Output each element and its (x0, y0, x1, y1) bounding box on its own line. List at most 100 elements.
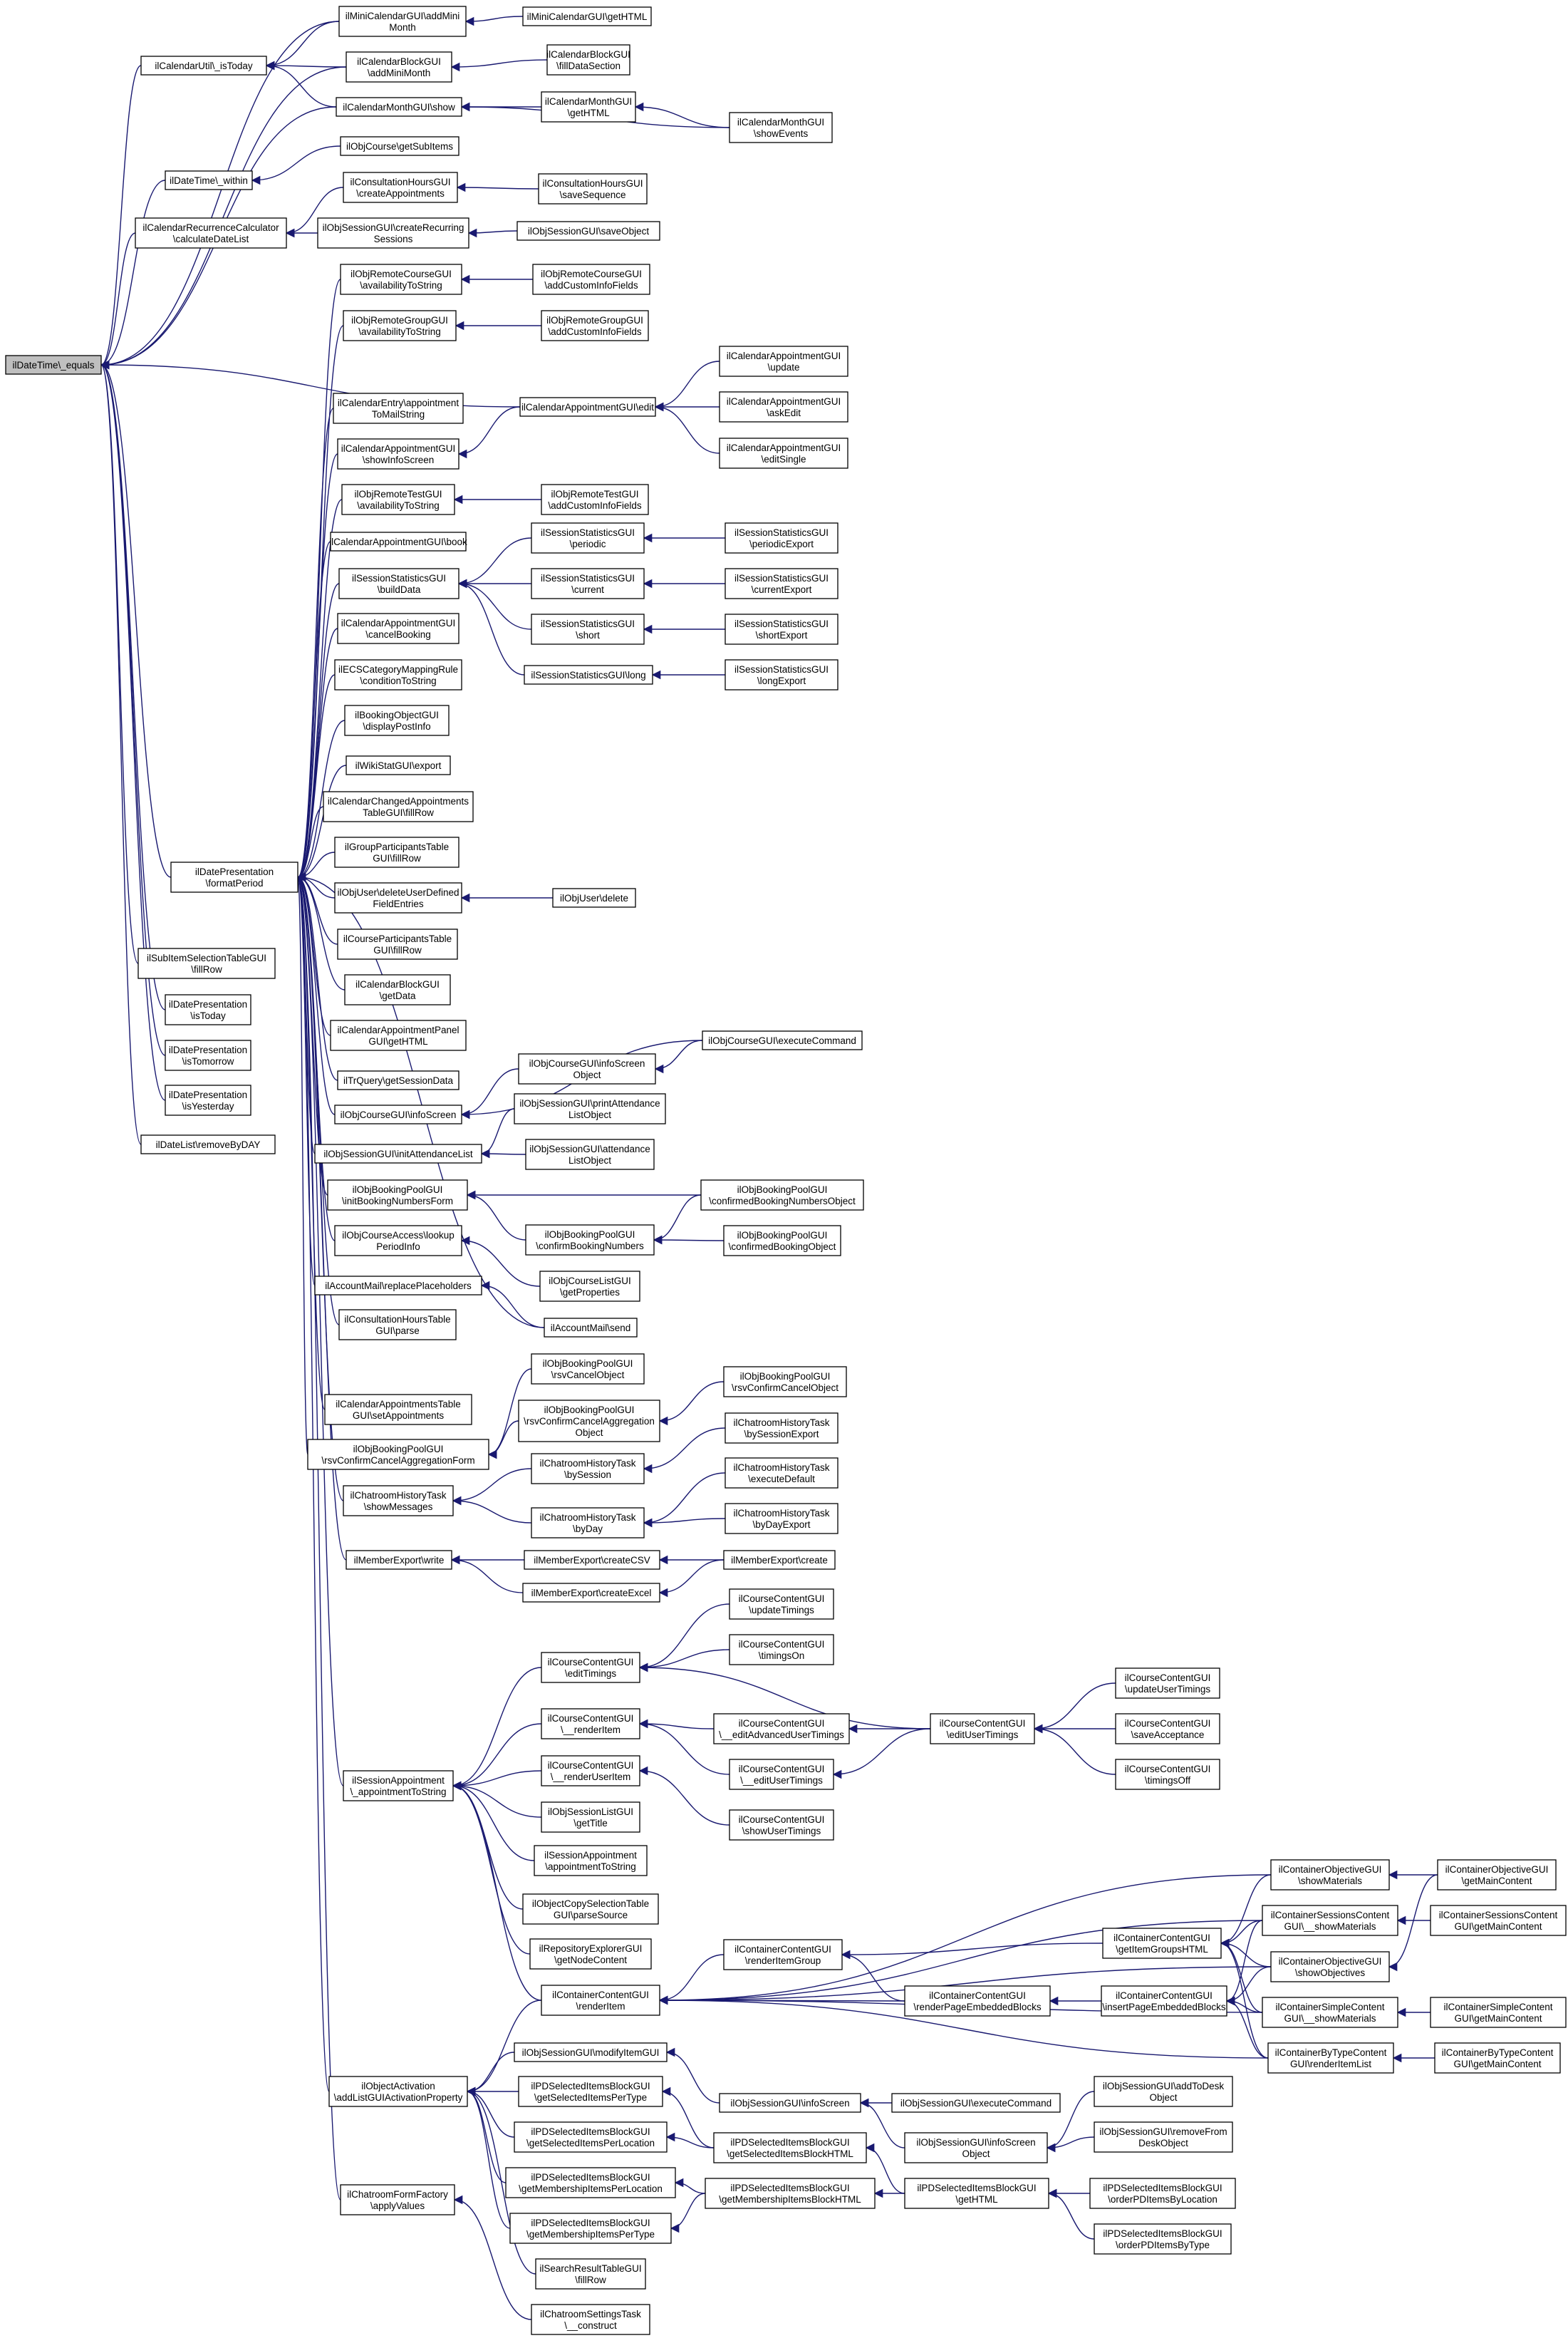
graph-node[interactable]: ilContainerSimpleContentGUI\__showMateri… (1262, 1997, 1398, 2028)
graph-node[interactable]: ilDatePresentation\isYesterday (165, 1085, 251, 1116)
graph-node[interactable]: ilCalendarBlockGUI\addMiniMonth (346, 51, 452, 83)
graph-node[interactable]: ilObjBookingPoolGUI\confirmBookingNumber… (525, 1224, 655, 1256)
graph-node[interactable]: ilDatePresentation\isToday (165, 994, 251, 1025)
graph-node[interactable]: ilPDSelectedItemsBlockGUI\getMembershipI… (509, 2213, 672, 2244)
graph-node[interactable]: ilObjBookingPoolGUI\rsvConfirmCancelAggr… (307, 1439, 489, 1470)
graph-node[interactable]: ilBookingObjectGUI\displayPostInfo (344, 705, 450, 736)
graph-node[interactable]: ilSessionStatisticsGUI\shortExport (725, 614, 838, 645)
graph-node[interactable]: ilCourseContentGUI\timingsOff (1115, 1759, 1220, 1790)
graph-node[interactable]: ilObjBookingPoolGUI\confirmedBookingNumb… (700, 1179, 864, 1211)
graph-node[interactable]: ilCalendarAppointmentGUI\book (329, 532, 467, 552)
graph-node[interactable]: ilCalendarMonthGUI\showEvents (729, 112, 833, 143)
graph-node[interactable]: ilObjRemoteTestGUI\addCustomInfoFields (541, 484, 649, 515)
graph-node[interactable]: ilConsultationHoursGUI\createAppointment… (343, 172, 458, 203)
graph-node[interactable]: ilCourseContentGUI\__editUserTimings (729, 1759, 834, 1790)
graph-node[interactable]: ilMemberExport\write (346, 1550, 452, 1570)
graph-node[interactable]: ilObjSessionGUI\initAttendanceList (314, 1144, 482, 1164)
graph-node[interactable]: ilObjSessionGUI\modifyItemGUI (514, 2042, 668, 2062)
graph-node[interactable]: ilContainerContentGUI\insertPageEmbedded… (1101, 1985, 1227, 2017)
graph-node[interactable]: ilContainerObjectiveGUI\showMaterials (1270, 1859, 1390, 1891)
graph-node[interactable]: ilCalendarAppointmentGUI\editSingle (719, 438, 848, 469)
graph-node[interactable]: ilObjSessionGUI\saveObject (516, 221, 660, 241)
graph-node[interactable]: ilCalendarAppointmentGUI\askEdit (719, 391, 848, 423)
graph-node[interactable]: ilPDSelectedItemsBlockGUI\orderPDItemsBy… (1089, 2178, 1236, 2209)
graph-node[interactable]: ilCalendarBlockGUI\fillDataSection (546, 44, 630, 76)
graph-node[interactable]: ilCalendarMonthGUI\getHTML (541, 91, 636, 123)
graph-node[interactable]: ilContainerByTypeContentGUI\renderItemLi… (1267, 2042, 1394, 2074)
graph-node[interactable]: ilPDSelectedItemsBlockGUI\getSelectedIte… (514, 2121, 668, 2153)
graph-node[interactable]: ilMiniCalendarGUI\getHTML (522, 6, 652, 26)
graph-node[interactable]: ilCalendarAppointmentGUI\showInfoScreen (337, 438, 460, 470)
graph-node[interactable]: ilMemberExport\createCSV (524, 1550, 660, 1570)
graph-node[interactable]: ilContainerSessionsContentGUI\getMainCon… (1430, 1905, 1567, 1936)
graph-node[interactable]: ilSessionStatisticsGUI\periodic (531, 522, 645, 554)
graph-node[interactable]: ilSearchResultTableGUI\fillRow (535, 2258, 646, 2290)
graph-node[interactable]: ilCalendarMonthGUI\show (336, 97, 462, 117)
graph-node[interactable]: ilCourseContentGUI\editUserTimings (930, 1713, 1035, 1744)
graph-node[interactable]: ilPDSelectedItemsBlockGUI\getMembershipI… (705, 2178, 876, 2209)
graph-node[interactable]: ilAccountMail\send (544, 1318, 638, 1338)
graph-node[interactable]: ilChatroomHistoryTask\showMessages (343, 1485, 454, 1516)
graph-node[interactable]: ilPDSelectedItemsBlockGUI\orderPDItemsBy… (1094, 2223, 1232, 2255)
graph-node[interactable]: ilCalendarUtil\_isToday (140, 56, 267, 76)
graph-node[interactable]: ilChatroomHistoryTask\byDay (531, 1507, 645, 1538)
graph-node[interactable]: ilSessionStatisticsGUI\buildData (338, 568, 460, 599)
graph-node[interactable]: ilSessionAppointment\appointmentToString (534, 1845, 648, 1876)
graph-node[interactable]: ilDateTime\_within (165, 170, 253, 190)
graph-node[interactable]: ilCourseContentGUI\timingsOn (729, 1634, 834, 1665)
graph-node[interactable]: ilObjCourseListGUI\getProperties (539, 1271, 640, 1302)
graph-node[interactable]: ilCourseContentGUI\__renderUserItem (541, 1755, 640, 1786)
graph-node[interactable]: ilPDSelectedItemsBlockGUI\getHTML (904, 2178, 1049, 2209)
graph-node[interactable]: ilContainerSessionsContentGUI\__showMate… (1262, 1905, 1398, 1936)
graph-node[interactable]: ilConsultationHoursGUI\saveSequence (538, 173, 648, 205)
graph-node[interactable]: ilObjRemoteCourseGUI\addCustomInfoFields (532, 264, 650, 295)
graph-node[interactable]: ilSessionStatisticsGUI\long (524, 665, 653, 685)
graph-node[interactable]: ilObjSessionGUI\printAttendanceListObjec… (514, 1093, 666, 1124)
root-node[interactable]: ilDateTime\_equals (5, 355, 102, 375)
graph-node[interactable]: ilSessionStatisticsGUI\periodicExport (725, 522, 838, 554)
graph-node[interactable]: ilObjRemoteGroupGUI\availabilityToString (343, 310, 457, 341)
graph-node[interactable]: ilCalendarAppointmentGUI\edit (519, 397, 656, 417)
graph-node[interactable]: ilECSCategoryMappingRule\conditionToStri… (334, 659, 462, 691)
graph-node[interactable]: ilObjSessionListGUI\getTitle (541, 1801, 640, 1833)
graph-node[interactable]: ilSessionStatisticsGUI\current (531, 568, 645, 599)
graph-node[interactable]: ilCalendarChangedAppointmentsTableGUI\fi… (323, 791, 474, 822)
graph-node[interactable]: ilContainerContentGUI\renderItemGroup (723, 1939, 843, 1970)
graph-node[interactable]: ilAccountMail\replacePlaceholders (314, 1276, 482, 1295)
graph-node[interactable]: ilObjCourseGUI\executeCommand (702, 1030, 863, 1050)
graph-node[interactable]: ilChatroomHistoryTask\bySession (531, 1453, 645, 1484)
graph-node[interactable]: ilObjSessionGUI\executeCommand (891, 2093, 1061, 2113)
graph-node[interactable]: ilContainerContentGUI\getItemGroupsHTML (1102, 1928, 1222, 1959)
graph-node[interactable]: ilCalendarAppointmentGUI\update (719, 346, 848, 377)
graph-node[interactable]: ilChatroomSettingsTask\__construct (531, 2304, 650, 2335)
graph-node[interactable]: ilContainerObjectiveGUI\getMainContent (1437, 1859, 1557, 1891)
graph-node[interactable]: ilObjUser\delete (552, 888, 636, 908)
graph-node[interactable]: ilCalendarAppointmentGUI\cancelBooking (337, 613, 460, 644)
graph-node[interactable]: ilObjBookingPoolGUI\rsvCancelObject (531, 1353, 645, 1385)
graph-node[interactable]: ilObjBookingPoolGUI\rsvConfirmCancelObje… (723, 1366, 847, 1397)
graph-node[interactable]: ilCourseContentGUI\saveAcceptance (1115, 1713, 1220, 1744)
graph-node[interactable]: ilCalendarAppointmentsTableGUI\setAppoin… (324, 1394, 472, 1425)
graph-node[interactable]: ilDatePresentation\formatPeriod (170, 862, 298, 893)
graph-node[interactable]: ilSessionStatisticsGUI\currentExport (725, 568, 838, 599)
graph-node[interactable]: ilCalendarBlockGUI\getData (344, 974, 451, 1005)
graph-node[interactable]: ilDatePresentation\isTomorrow (165, 1040, 251, 1071)
graph-node[interactable]: ilMiniCalendarGUI\addMiniMonth (338, 6, 467, 37)
graph-node[interactable]: ilSubItemSelectionTableGUI\fillRow (137, 948, 276, 979)
graph-node[interactable]: ilContainerContentGUI\renderPageEmbedded… (904, 1985, 1051, 2017)
graph-node[interactable]: ilObjCourse\getSubItems (340, 136, 460, 156)
graph-node[interactable]: ilContainerContentGUI\renderItem (541, 1985, 660, 2016)
graph-node[interactable]: ilObjBookingPoolGUI\rsvConfirmCancelAggr… (518, 1400, 660, 1442)
graph-node[interactable]: ilObjBookingPoolGUI\initBookingNumbersFo… (327, 1179, 468, 1211)
